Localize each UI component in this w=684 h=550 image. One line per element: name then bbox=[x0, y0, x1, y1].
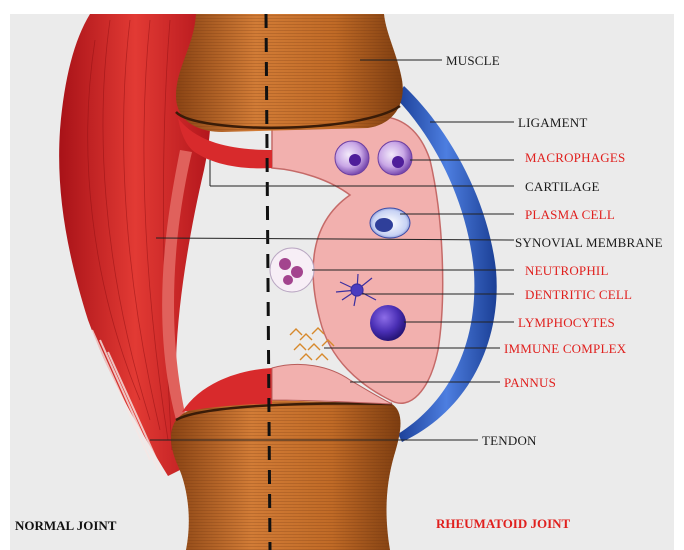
label-muscle: MUSCLE bbox=[446, 53, 500, 69]
label-ligament: LIGAMENT bbox=[518, 115, 587, 131]
label-cartilage: CARTILAGE bbox=[525, 179, 600, 195]
label-dendritic-cell: DENTRITIC CELL bbox=[525, 287, 632, 303]
label-immune-complex: IMMUNE COMPLEX bbox=[504, 341, 626, 357]
label-macrophages: MACROPHAGES bbox=[525, 150, 625, 166]
lymphocyte-cell bbox=[370, 305, 406, 341]
label-lymphocytes: LYMPHOCYTES bbox=[518, 315, 615, 331]
label-plasma-cell: PLASMA CELL bbox=[525, 207, 615, 223]
label-synovial-membrane: SYNOVIAL MEMBRANE bbox=[515, 235, 663, 251]
neutrophil-cell bbox=[270, 248, 314, 292]
plasma-cell bbox=[370, 208, 410, 238]
label-neutrophil: NEUTROPHIL bbox=[525, 263, 609, 279]
label-pannus: PANNUS bbox=[504, 375, 556, 391]
caption-rheumatoid-joint: RHEUMATOID JOINT bbox=[436, 516, 570, 532]
caption-normal-joint: NORMAL JOINT bbox=[15, 518, 116, 534]
label-tendon: TENDON bbox=[482, 433, 537, 449]
